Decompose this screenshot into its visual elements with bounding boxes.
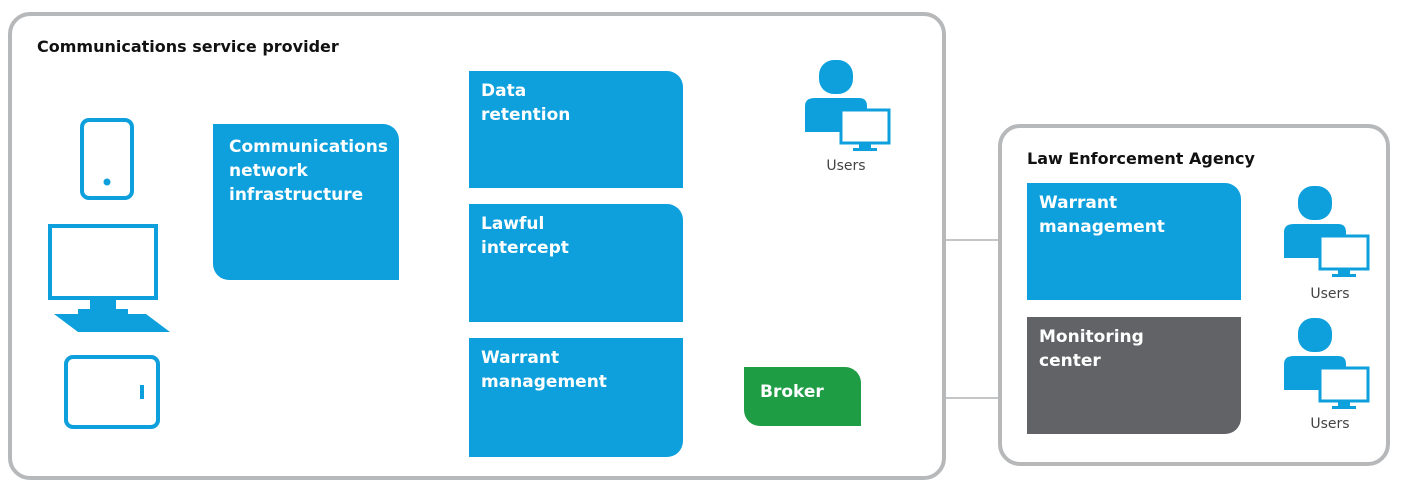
desktop-computer-icon: [48, 224, 170, 332]
lawful-intercept-block: Lawful intercept: [469, 204, 683, 322]
network-infrastructure-block: Communications network infrastructure: [213, 124, 399, 280]
data-retention-block: Data retention: [469, 71, 683, 188]
broker-block: Broker: [744, 367, 861, 426]
lea-panel-title: Law Enforcement Agency: [1027, 149, 1255, 168]
data-retention-label: Data retention: [481, 81, 571, 125]
broker-label: Broker: [760, 382, 824, 402]
csp-panel-title: Communications service provider: [37, 37, 339, 56]
monitoring-center-block: Monitoring center: [1027, 317, 1241, 434]
lea-users-top-label: Users: [1310, 286, 1350, 302]
csp-warrant-management-label: Warrant management: [481, 348, 607, 392]
monitoring-center-label: Monitoring center: [1039, 327, 1144, 371]
csp-users-label: Users: [826, 158, 866, 174]
lea-users-bottom-label: Users: [1310, 416, 1350, 432]
users-icon: [1284, 318, 1370, 409]
network-infrastructure-label: Communications network infrastructure: [229, 137, 389, 205]
users-icon: [805, 60, 891, 151]
lea-warrant-management-block: Warrant management: [1027, 183, 1241, 300]
csp-warrant-management-block: Warrant management: [469, 338, 683, 457]
lea-warrant-management-label: Warrant management: [1039, 193, 1165, 237]
tablet-icon: [80, 118, 134, 200]
lawful-intercept-label: Lawful intercept: [481, 214, 569, 258]
users-icon: [1284, 186, 1370, 277]
tablet-landscape-icon: [64, 355, 160, 429]
